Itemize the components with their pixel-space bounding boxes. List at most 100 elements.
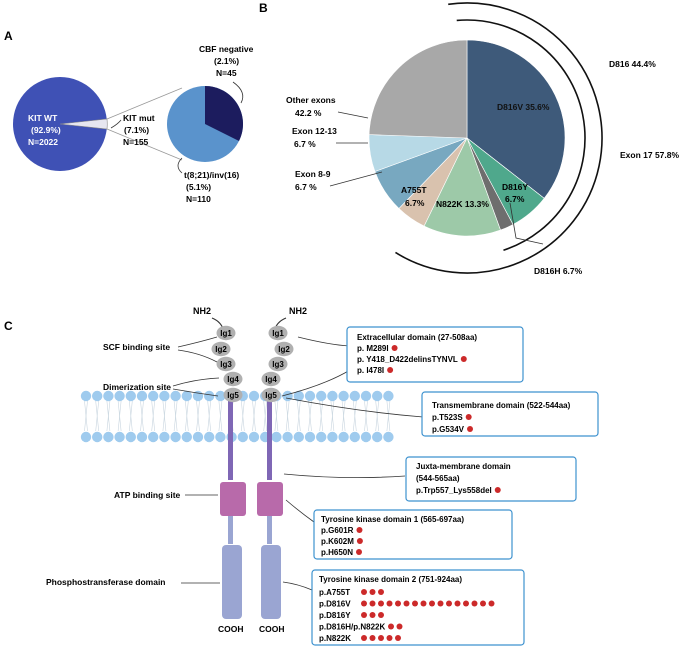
ig-domain-left xyxy=(211,341,231,357)
lipid-tail xyxy=(263,400,267,432)
ig-domain-left xyxy=(223,371,243,387)
lipid-head-inner xyxy=(248,431,260,443)
lipid-head-inner xyxy=(360,431,372,443)
mutation-label: p.G534V xyxy=(432,425,465,434)
d816-total-label: D816 44.4% xyxy=(609,59,656,69)
lipid-head-outer xyxy=(383,390,394,402)
kinase2-left xyxy=(222,545,242,619)
kit-mut-pie xyxy=(167,86,244,162)
lipid-head-inner xyxy=(192,431,204,443)
lipid-tail xyxy=(319,400,323,432)
lipid-head-outer xyxy=(316,390,327,402)
mutation-dot xyxy=(356,549,363,555)
ig-domain-left xyxy=(223,387,243,403)
lipid-head-inner xyxy=(114,431,125,443)
mutation-dot xyxy=(395,635,401,641)
cbf-negative-slice xyxy=(205,86,244,141)
dim-leader-2 xyxy=(172,388,219,397)
lipid-head-outer xyxy=(215,390,226,402)
lipid-tail xyxy=(162,400,167,432)
tk1-box xyxy=(313,509,513,560)
exon-pie xyxy=(368,39,566,237)
kit-mut-leader xyxy=(110,119,122,129)
lipid-tail xyxy=(274,400,279,432)
tk1-leader xyxy=(285,499,315,523)
panel-b-label: B xyxy=(259,1,268,15)
lipid-head-outer xyxy=(248,390,260,402)
extracellular-leader-1 xyxy=(297,336,351,347)
extracellular-leader-2 xyxy=(281,369,351,397)
lipid-head-inner xyxy=(237,431,248,443)
mutation-label: p.G601R xyxy=(321,526,354,535)
lipid-tail xyxy=(95,400,99,432)
kinase1-right xyxy=(257,482,283,516)
lipid-tail xyxy=(84,400,88,432)
mutation-dot xyxy=(412,600,418,607)
ig-label-left: Ig2 xyxy=(215,345,227,354)
scf-leader-2 xyxy=(177,349,218,363)
ig-label-right: Ig1 xyxy=(272,329,284,338)
mutation-label: p.K602M xyxy=(321,537,354,546)
lipid-head-outer xyxy=(114,390,125,402)
ig-domain-right xyxy=(261,387,281,403)
nh2-left: NH2 xyxy=(193,306,211,316)
mutation-label: p.A755T xyxy=(319,588,350,597)
ig-domain-right xyxy=(268,325,288,341)
transmembrane-box xyxy=(421,391,599,437)
lipid-tail xyxy=(140,400,144,432)
lipid-head-outer xyxy=(103,390,114,402)
juxta-title-1: Juxta-membrane domain xyxy=(416,462,511,471)
t821-leader xyxy=(177,157,183,174)
lipid-head-inner xyxy=(383,431,394,443)
kit-pie xyxy=(13,77,108,171)
lipid-head-outer xyxy=(304,390,316,402)
lipid-tail xyxy=(364,400,368,432)
panel-a-label: A xyxy=(4,29,13,43)
mutation-dot xyxy=(403,600,410,607)
lipid-tail xyxy=(196,400,200,432)
kit-wt-name: KIT WT xyxy=(28,113,58,123)
lipid-head-outer xyxy=(136,390,148,402)
mutation-label: p.H650N xyxy=(321,548,353,557)
lipid-head-inner xyxy=(80,431,92,443)
mutation-dot xyxy=(387,367,394,373)
cooh-left: COOH xyxy=(218,624,244,634)
tk1-items: p.G601R p.K602M p.H650N xyxy=(321,526,363,557)
stem-right xyxy=(267,395,272,480)
lipid-head-outer xyxy=(181,390,192,402)
exon89-pct: 6.7 % xyxy=(295,182,317,192)
exon1213-pct: 6.7 % xyxy=(294,139,316,149)
lipid-head-inner xyxy=(327,431,338,443)
n822k-label: N822K 13.3% xyxy=(436,199,489,209)
n822k-slice xyxy=(423,137,501,237)
juxta-items: p.Trp557_Lys558del xyxy=(416,486,501,495)
mutation-dot xyxy=(420,600,427,607)
lipid-head-inner xyxy=(338,431,349,443)
exon89-name: Exon 8-9 xyxy=(295,169,331,179)
lipid-head-outer xyxy=(349,390,360,402)
lipid-head-inner xyxy=(282,431,293,443)
d816h-label: D816H 6.7% xyxy=(534,266,583,276)
mutation-dot xyxy=(454,600,461,607)
ig-domain-right xyxy=(274,341,294,357)
mutation-label: p.D816Y xyxy=(319,611,351,620)
exon17-label: Exon 17 57.8% xyxy=(620,150,680,160)
mutation-label: p. Y418_D422delinsTYNVL xyxy=(357,355,458,364)
other-slice xyxy=(368,39,468,139)
panel-c-label: C xyxy=(4,319,13,333)
ig-label-right: Ig3 xyxy=(272,360,284,369)
lipid-head-inner xyxy=(316,431,327,443)
scf-leader-1 xyxy=(177,336,218,348)
dim-leader-1 xyxy=(172,377,220,387)
lipid-tail xyxy=(117,400,122,432)
mutation-dot xyxy=(369,600,376,607)
cbf-neg-pct: (2.1%) xyxy=(214,56,239,66)
lipid-head-inner xyxy=(170,431,181,443)
exon1213-name: Exon 12-13 xyxy=(292,126,337,136)
exon17-arc xyxy=(395,2,603,274)
d816v-label: D816V 35.6% xyxy=(497,102,550,112)
lipid-tail xyxy=(185,400,189,432)
d816v-slice xyxy=(466,39,566,199)
